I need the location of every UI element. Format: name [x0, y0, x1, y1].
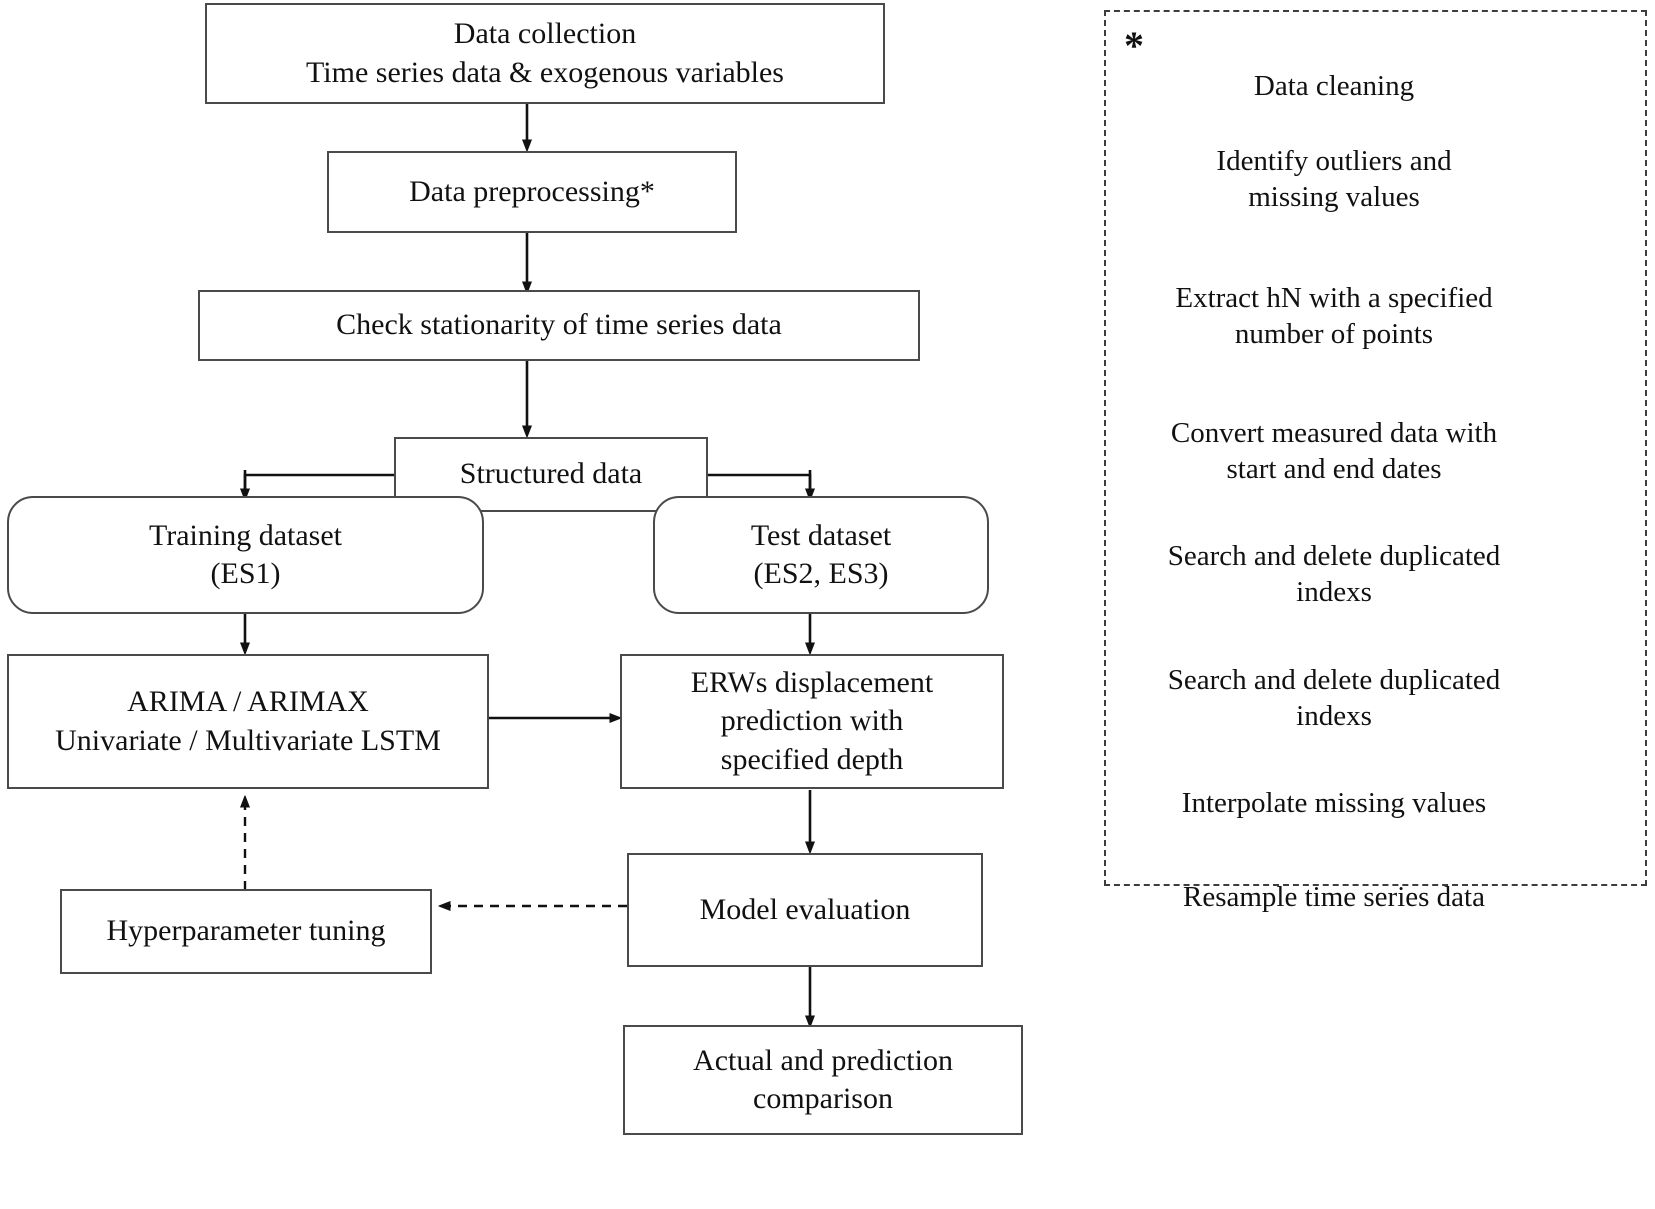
node-data-collection-label: Data collection Time series data & exoge…: [306, 17, 784, 89]
node-model-evaluation-label: Model evaluation: [699, 892, 911, 926]
step-convert-measured[interactable]: Convert measured data with start and end…: [1124, 381, 1544, 487]
step-resample-series-label: Resample time series data: [1183, 881, 1485, 914]
step-search-delete-duplicated-1-label: Search and delete duplicated indexs: [1167, 540, 1501, 608]
node-hyperparameter-tuning-label: Hyperparameter tuning: [106, 914, 386, 948]
node-data-collection[interactable]: Data collection Time series data & exoge…: [205, 3, 885, 104]
node-hyperparameter-tuning[interactable]: Hyperparameter tuning: [60, 889, 432, 974]
node-models-label: ARIMA / ARIMAX Univariate / Multivariate…: [55, 685, 441, 757]
step-search-delete-duplicated-2[interactable]: Search and delete duplicated indexs: [1118, 628, 1550, 734]
step-extract-hn[interactable]: Extract hN with a specified number of po…: [1124, 246, 1544, 352]
node-prediction-label: ERWs displacement prediction with specif…: [690, 665, 934, 776]
step-convert-measured-label: Convert measured data with start and end…: [1170, 417, 1498, 485]
step-data-cleaning-label: Data cleaning: [1253, 70, 1415, 103]
node-training-dataset-label: Training dataset (ES1): [148, 518, 343, 590]
step-resample-series[interactable]: Resample time series data: [1124, 845, 1544, 916]
step-extract-hn-label: Extract hN with a specified number of po…: [1175, 282, 1493, 350]
node-test-dataset[interactable]: Test dataset (ES2, ES3): [653, 496, 989, 614]
step-identify-outliers[interactable]: Identify outliers and missing values: [1142, 109, 1526, 215]
node-prediction[interactable]: ERWs displacement prediction with specif…: [620, 654, 1004, 789]
node-model-evaluation[interactable]: Model evaluation: [627, 853, 983, 967]
step-identify-outliers-label: Identify outliers and missing values: [1216, 145, 1452, 213]
node-models[interactable]: ARIMA / ARIMAX Univariate / Multivariate…: [7, 654, 489, 789]
step-search-delete-duplicated-2-label: Search and delete duplicated indexs: [1167, 664, 1501, 732]
node-comparison[interactable]: Actual and prediction comparison: [623, 1025, 1023, 1135]
step-search-delete-duplicated-1[interactable]: Search and delete duplicated indexs: [1118, 504, 1550, 610]
step-interpolate-missing-label: Interpolate missing values: [1181, 787, 1487, 820]
step-interpolate-missing[interactable]: Interpolate missing values: [1124, 751, 1544, 822]
node-test-dataset-label: Test dataset (ES2, ES3): [750, 518, 892, 590]
preprocessing-asterisk: *: [1124, 23, 1144, 68]
step-data-cleaning[interactable]: Data cleaning: [1142, 34, 1526, 105]
node-check-stationarity-label: Check stationarity of time series data: [336, 308, 782, 342]
node-data-preprocessing[interactable]: Data preprocessing*: [327, 151, 737, 233]
preprocessing-panel: [1104, 10, 1647, 886]
node-comparison-label: Actual and prediction comparison: [693, 1043, 953, 1115]
edge-structured-to-training: [245, 470, 394, 495]
node-check-stationarity[interactable]: Check stationarity of time series data: [198, 290, 920, 361]
node-data-preprocessing-label: Data preprocessing*: [409, 174, 655, 208]
node-training-dataset[interactable]: Training dataset (ES1): [7, 496, 484, 614]
node-structured-data-label: Structured data: [459, 457, 643, 491]
edge-structured-to-test: [708, 470, 810, 495]
